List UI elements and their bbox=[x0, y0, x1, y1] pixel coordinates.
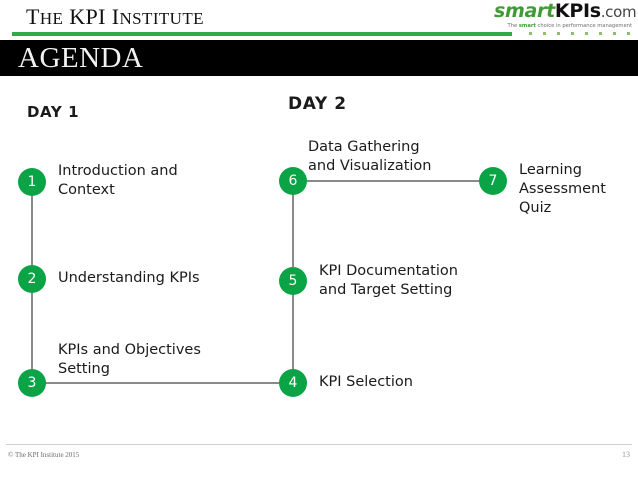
green-divider-rule bbox=[12, 32, 512, 36]
connector-4-to-5 bbox=[292, 280, 294, 386]
brand-title-he: HE bbox=[39, 9, 64, 28]
agenda-node-2[interactable]: 2 bbox=[18, 265, 46, 293]
logo-dots-decoration bbox=[494, 32, 636, 37]
agenda-label-3: KPIs and Objectives Setting bbox=[58, 342, 201, 377]
agenda-node-7[interactable]: 7 bbox=[479, 167, 507, 195]
logo-wordmark: smartKPIs.com bbox=[494, 0, 637, 22]
agenda-node-1[interactable]: 1 bbox=[18, 168, 46, 196]
title-band bbox=[0, 40, 638, 76]
day-2-heading: DAY 2 bbox=[288, 94, 347, 114]
logo-tagline-bold: smart bbox=[518, 23, 536, 29]
agenda-node-6[interactable]: 6 bbox=[279, 167, 307, 195]
logo-tagline: The smart choice in performance manageme… bbox=[494, 22, 636, 30]
logo-kpis-text: KPIs bbox=[554, 0, 601, 22]
agenda-diagram: DAY 1 DAY 2 1 Introduction and Context 2… bbox=[0, 84, 638, 442]
brand-title-i: I bbox=[111, 4, 120, 29]
logo-com-text: .com bbox=[600, 3, 637, 21]
day-1-heading: DAY 1 bbox=[27, 103, 80, 121]
agenda-node-3[interactable]: 3 bbox=[18, 369, 46, 397]
footer-divider bbox=[6, 444, 632, 445]
agenda-node-4[interactable]: 4 bbox=[279, 369, 307, 397]
agenda-label-5: KPI Documentation and Target Setting bbox=[319, 263, 458, 298]
brand-title-t: T bbox=[26, 4, 40, 29]
agenda-label-4: KPI Selection bbox=[319, 374, 413, 390]
logo-tagline-post: choice in performance management bbox=[535, 23, 632, 29]
brand-title-nstitute: NSTITUTE bbox=[119, 9, 204, 28]
footer-page-number: 13 bbox=[622, 450, 630, 459]
brand-title: THE KPI INSTITUTE bbox=[26, 4, 204, 30]
connector-3-to-4 bbox=[44, 382, 294, 384]
connector-1-to-2 bbox=[31, 180, 33, 280]
agenda-label-2: Understanding KPIs bbox=[58, 270, 200, 286]
connector-6-to-7 bbox=[305, 180, 495, 182]
logo-tagline-pre: The bbox=[507, 23, 519, 29]
logo-smart-text: smart bbox=[494, 0, 555, 22]
agenda-label-6: Data Gathering and Visualization bbox=[308, 139, 432, 174]
agenda-label-7: Learning Assessment Quiz bbox=[519, 162, 606, 216]
page-title: AGENDA bbox=[18, 42, 144, 74]
footer-copyright: © The KPI Institute 2015 bbox=[8, 451, 80, 459]
connector-5-to-6 bbox=[292, 182, 294, 282]
slide-header: THE KPI INSTITUTE smartKPIs.com The smar… bbox=[0, 0, 638, 84]
smartkpis-logo: smartKPIs.com The smart choice in perfor… bbox=[494, 0, 637, 37]
brand-title-kpi: KPI bbox=[63, 4, 112, 29]
connector-2-to-3 bbox=[31, 278, 33, 384]
agenda-label-1: Introduction and Context bbox=[58, 163, 178, 198]
agenda-node-5[interactable]: 5 bbox=[279, 267, 307, 295]
